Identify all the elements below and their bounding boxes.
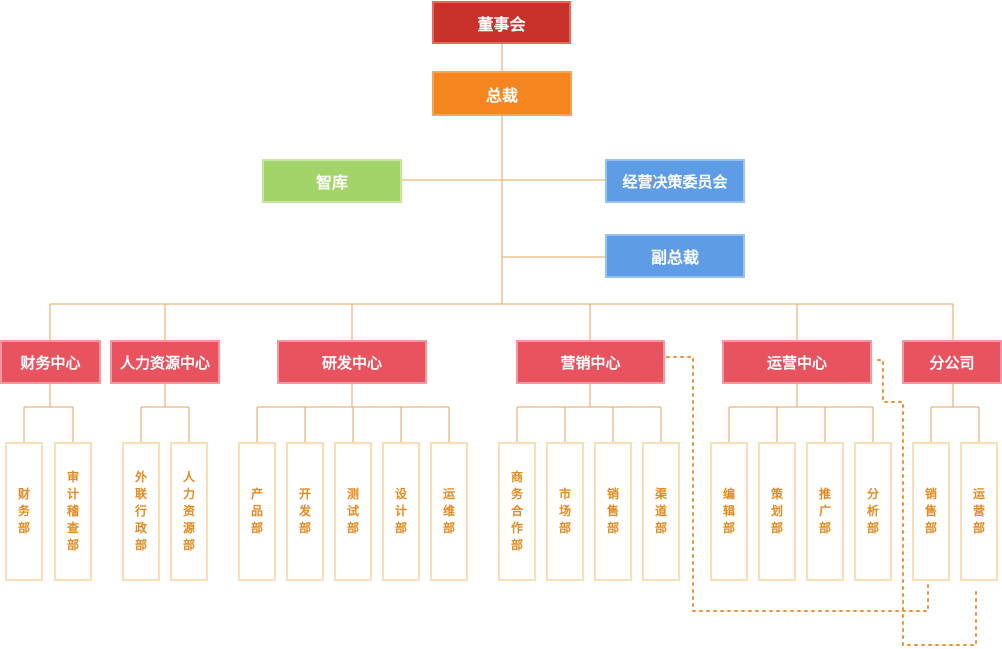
dept-label: 人力资源部 [182,470,195,552]
dept-label: 产品部 [250,487,263,535]
center-marketing-box: 营销中心 [516,340,665,384]
board-box: 董事会 [432,1,571,44]
dept-finance: 财务部 [5,442,43,581]
center-hr-box: 人力资源中心 [110,340,220,384]
dept-audit: 审计稽查部 [54,442,92,581]
dept-label: 策划部 [770,487,783,535]
dept-label: 分析部 [866,487,879,535]
dept-label: 渠道部 [654,487,667,535]
dept-promotion: 推广部 [806,442,844,581]
dept-admin: 外联行政部 [122,442,160,581]
center-marketing-label: 营销中心 [560,353,621,372]
dept-label: 开发部 [298,487,311,535]
dept-branch-operations: 运营部 [960,442,998,581]
think-tank-box: 智库 [262,159,402,203]
center-hr-label: 人力资源中心 [119,353,210,372]
center-operations-label: 运营中心 [766,353,827,372]
dept-label: 财务部 [17,487,30,535]
dept-label: 运营部 [972,487,985,535]
dept-label: 运维部 [442,487,455,535]
center-rd-box: 研发中心 [277,340,427,384]
dept-development: 开发部 [286,442,324,581]
board-label: 董事会 [477,14,526,34]
dept-design: 设计部 [382,442,420,581]
dept-channel: 渠道部 [642,442,680,581]
dept-editorial: 编辑部 [710,442,748,581]
dept-hr: 人力资源部 [170,442,208,581]
committee-label: 经营决策委员会 [622,172,728,191]
dept-label: 编辑部 [722,487,735,535]
center-branch-label: 分公司 [929,353,975,372]
dept-label: 商务合作部 [510,470,523,552]
dept-branch-sales: 销售部 [912,442,950,581]
dept-ops-maintenance: 运维部 [430,442,468,581]
vice-president-label: 副总裁 [650,248,699,267]
committee-box: 经营决策委员会 [605,159,745,203]
center-rd-label: 研发中心 [321,353,382,372]
dept-product: 产品部 [238,442,276,581]
center-finance-label: 财务中心 [20,353,81,372]
dept-sales: 销售部 [594,442,632,581]
ceo-box: 总裁 [432,71,572,116]
dept-label: 外联行政部 [134,470,147,552]
dotted-link-marketing-branch-sales [666,356,929,612]
dept-business: 商务合作部 [498,442,536,581]
vice-president-box: 副总裁 [605,234,745,278]
dept-label: 推广部 [818,487,831,535]
center-branch-box: 分公司 [902,340,1002,384]
dept-planning: 策划部 [758,442,796,581]
think-tank-label: 智库 [315,173,348,192]
dept-market: 市场部 [546,442,584,581]
dept-testing: 测试部 [334,442,372,581]
dept-label: 审计稽查部 [66,470,79,552]
dept-label: 销售部 [606,487,619,535]
dept-label: 设计部 [394,487,407,535]
center-operations-box: 运营中心 [722,340,872,384]
dept-label: 销售部 [924,487,937,535]
dept-analysis: 分析部 [854,442,892,581]
ceo-label: 总裁 [485,85,518,105]
center-finance-box: 财务中心 [0,340,101,384]
dept-label: 测试部 [346,487,359,535]
dept-label: 市场部 [558,487,571,535]
